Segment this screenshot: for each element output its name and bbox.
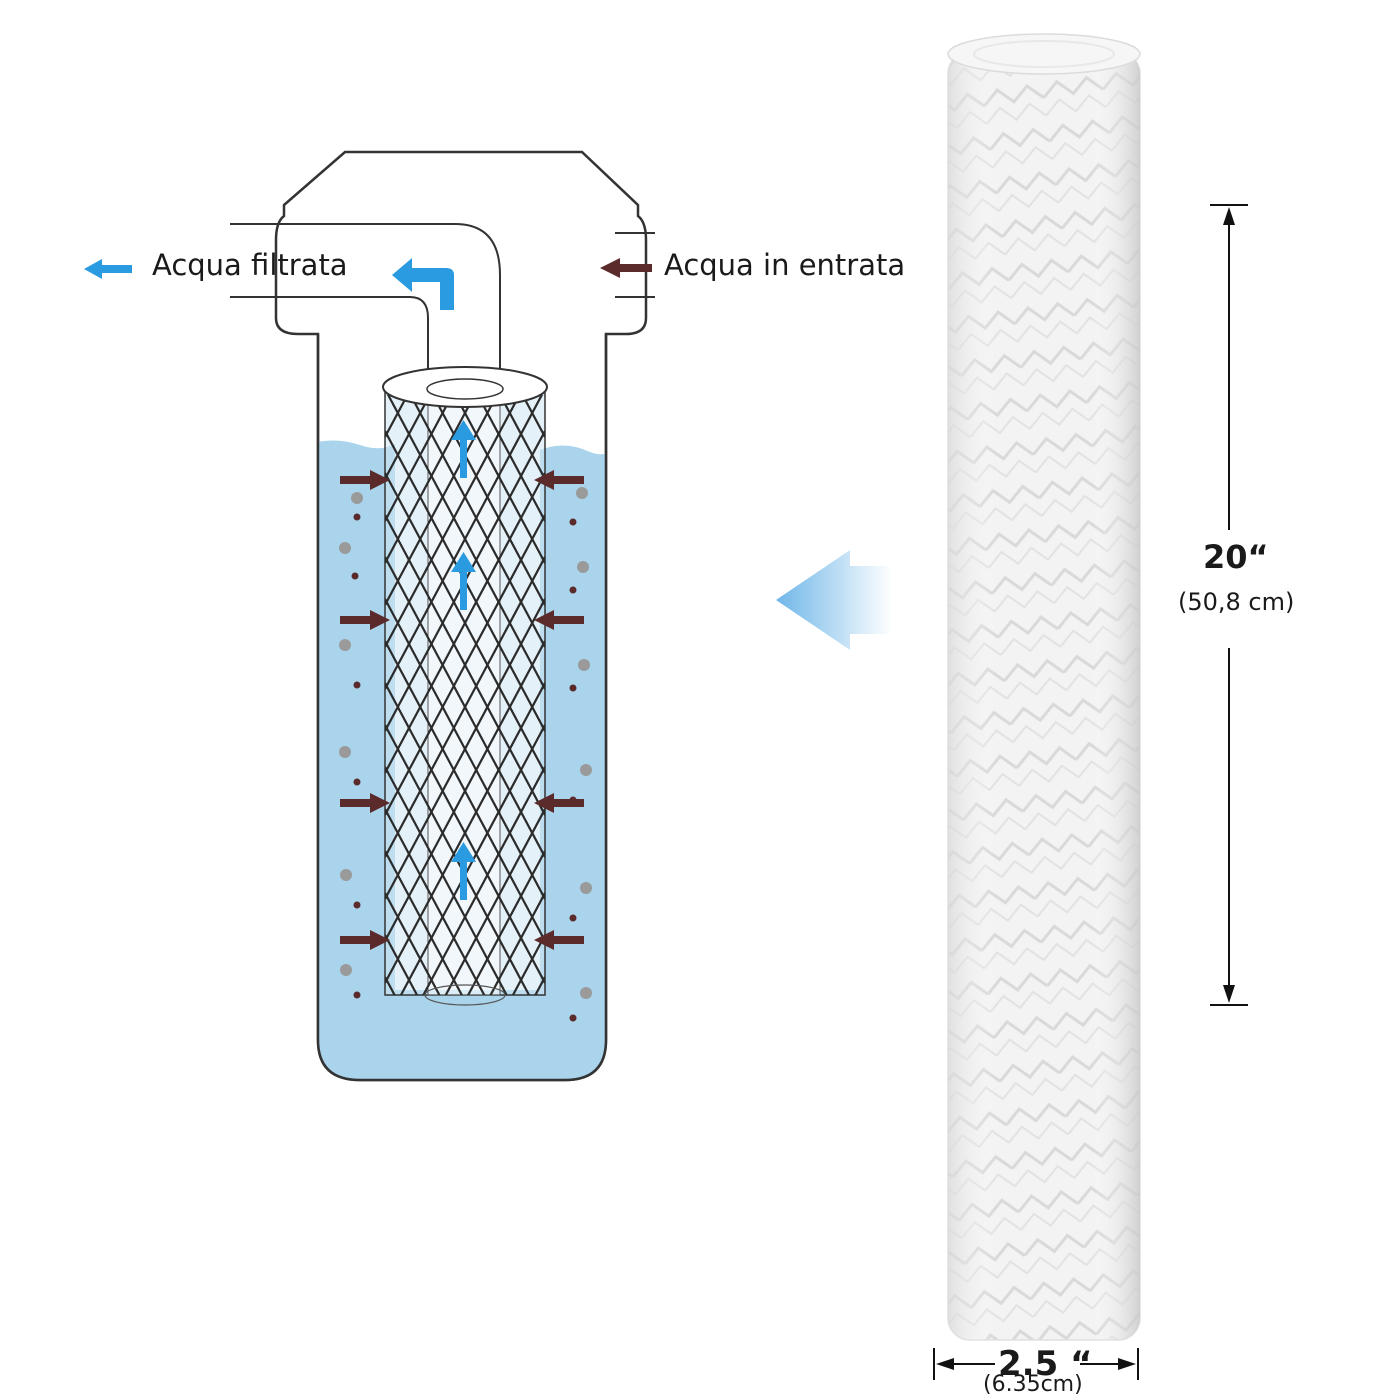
mesh-strand [385, 514, 545, 816]
mesh-strand [498, 395, 545, 480]
length-cm-label: (50,8 cm) [1178, 588, 1295, 616]
outlet-pipe [230, 223, 501, 380]
inlet-pipe [615, 232, 655, 298]
length-dimension [1210, 204, 1248, 1006]
particle [578, 659, 590, 671]
cartridge-bottom [424, 984, 506, 1006]
particle [340, 964, 352, 976]
mesh-strand [385, 472, 545, 774]
mesh-strand [385, 682, 545, 984]
mesh-strand [385, 892, 441, 995]
length-inch-label: 20“ [1203, 538, 1269, 576]
inlet-water-label: Acqua in entrata [664, 248, 906, 282]
particle [353, 778, 361, 786]
mesh-strand [476, 395, 545, 522]
particle [569, 518, 577, 526]
mesh-strand [385, 850, 464, 995]
pointer-arrow [776, 550, 892, 650]
mesh-strand [385, 395, 454, 522]
particles [339, 487, 592, 1022]
particle [351, 572, 359, 580]
mesh-strand [422, 766, 545, 995]
outlet-flow-arrow [392, 258, 454, 310]
width-inch-label: 2.5 “ [998, 1344, 1093, 1384]
inlet-arrow-icon [600, 258, 652, 278]
particle [580, 764, 592, 776]
housing-inner-outline [316, 334, 608, 1082]
width-dimension [933, 1348, 1139, 1380]
mesh-strand [489, 892, 545, 995]
inflow-arrow-right [534, 793, 584, 813]
particle [580, 882, 592, 894]
inflow-arrow-left [340, 793, 390, 813]
particle [353, 513, 361, 521]
particle [569, 914, 577, 922]
particle [577, 561, 589, 573]
width-cm-label: (6.35cm) [983, 1372, 1083, 1397]
particle [580, 987, 592, 999]
mesh-strand [511, 934, 545, 995]
mesh-strand [466, 850, 545, 995]
inflow-arrow-left [340, 610, 390, 630]
inflow-arrow-right [534, 930, 584, 950]
mesh-strand [385, 598, 545, 900]
particle [339, 639, 351, 651]
particle [351, 492, 363, 504]
mesh-strand [385, 556, 545, 858]
mesh-strand [385, 395, 544, 690]
mesh-strand [385, 934, 419, 995]
particle [339, 746, 351, 758]
filtered-arrow-icon [84, 259, 132, 279]
particle [569, 586, 577, 594]
particle [569, 1014, 577, 1022]
core-upflow-arrows [451, 420, 476, 900]
inflow-arrow-left [340, 930, 390, 950]
particle [353, 901, 361, 909]
mesh-strand [385, 640, 545, 942]
particle [576, 487, 588, 499]
particle [353, 991, 361, 999]
mesh-strand [444, 808, 545, 995]
mesh-strand [385, 395, 476, 564]
mesh-strand [385, 395, 432, 480]
particle [339, 542, 351, 554]
cartridge-mesh [385, 395, 545, 995]
inflow-arrow-left [340, 470, 390, 490]
wound-cartridge-product [947, 33, 1141, 1341]
inflow-arrow-right [534, 470, 584, 490]
particle [340, 869, 352, 881]
inflow-arrow-right [534, 610, 584, 630]
filtered-water-label: Acqua filtrata [152, 248, 348, 282]
particle [353, 681, 361, 689]
cartridge-top [382, 366, 548, 408]
particle [569, 684, 577, 692]
inflow-arrows [340, 470, 584, 950]
